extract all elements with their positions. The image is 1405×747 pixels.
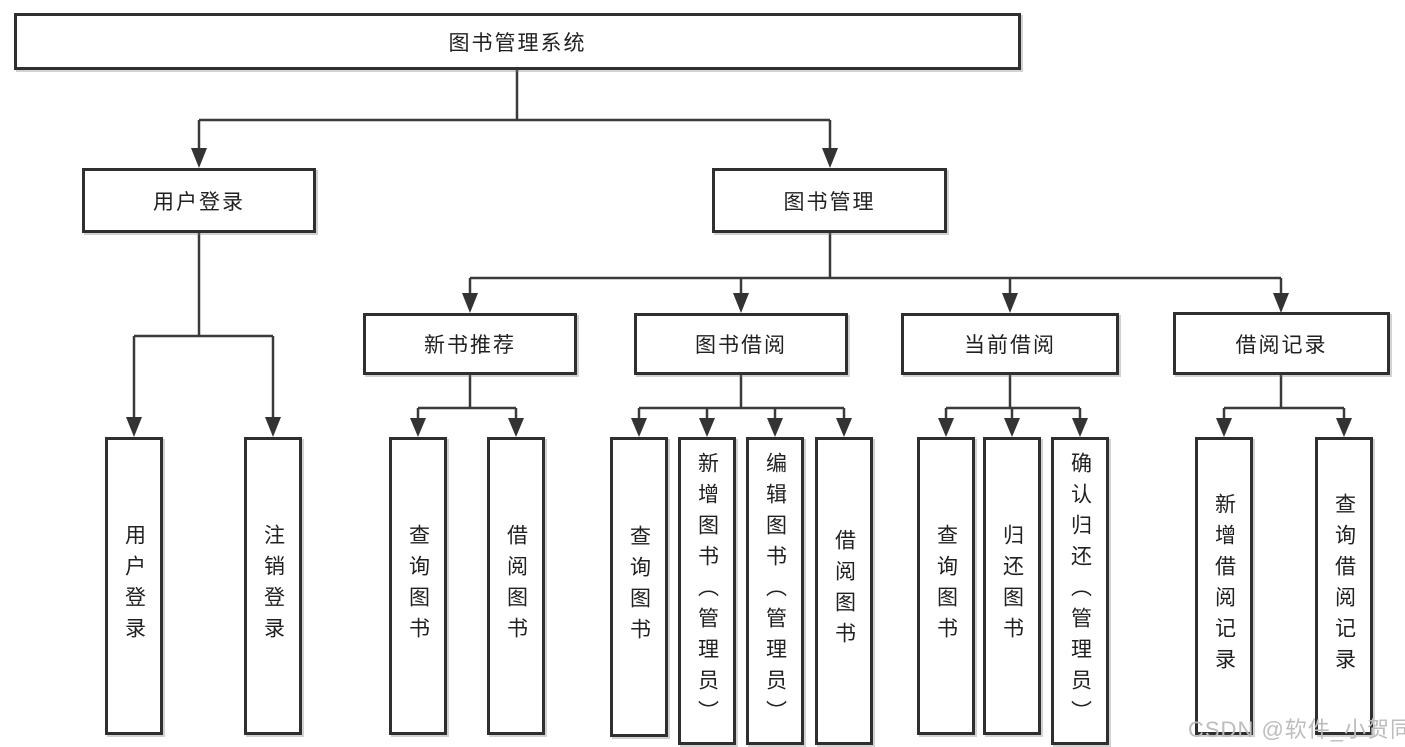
arrowhead-icon (410, 418, 426, 437)
connector-new-book-recommend (416, 375, 518, 421)
connector-user-login (132, 233, 275, 420)
leaf-user-login: 用户登录 (105, 437, 163, 735)
leaf-edit-book-admin: 编辑图书（管理员） (746, 437, 804, 745)
node-borrow-records: 借阅记录 (1173, 312, 1390, 375)
leaf-logout: 注销登录 (244, 437, 302, 735)
connector-root (197, 70, 832, 151)
arrowhead-icon (1273, 293, 1289, 313)
leaf-query-books-borrow: 查询图书 (610, 437, 668, 737)
connector-borrow-records (1222, 375, 1346, 421)
leaf-add-book-admin: 新增图书（管理员） (678, 437, 736, 745)
node-user-login: 用户登录 (82, 168, 316, 233)
leaf-confirm-return-admin: 确认归还（管理员） (1051, 437, 1109, 745)
leaf-query-borrow-record: 查询借阅记录 (1315, 437, 1373, 735)
arrowhead-icon (1072, 418, 1088, 437)
arrowhead-icon (836, 418, 852, 437)
node-book-management: 图书管理 (712, 168, 947, 233)
arrowhead-icon (1002, 293, 1018, 313)
arrowhead-icon (1004, 418, 1020, 437)
arrowhead-icon (699, 418, 715, 437)
watermark-text: CSDN @软件_小贺同学 (1188, 717, 1405, 742)
arrowhead-icon (508, 418, 524, 437)
leaf-return-books: 归还图书 (983, 437, 1041, 735)
node-current-borrow: 当前借阅 (901, 313, 1119, 375)
node-book-borrow: 图书借阅 (634, 313, 848, 375)
arrowhead-icon (1336, 418, 1352, 437)
arrowhead-icon (462, 293, 478, 313)
node-new-book-recommend: 新书推荐 (363, 313, 577, 375)
leaf-borrow-books: 借阅图书 (815, 437, 873, 745)
leaf-borrow-books-recommend: 借阅图书 (487, 437, 545, 735)
leaf-add-borrow-record: 新增借阅记录 (1195, 437, 1253, 735)
arrowhead-icon (822, 148, 838, 168)
leaf-query-books-recommend: 查询图书 (389, 437, 447, 735)
arrowhead-icon (265, 417, 281, 437)
arrowhead-icon (191, 148, 207, 168)
connector-book-borrow (637, 375, 846, 421)
leaf-query-books-current: 查询图书 (917, 437, 975, 735)
connector-current-borrow (944, 375, 1082, 421)
arrowhead-icon (767, 418, 783, 437)
connector-book-management (468, 233, 1283, 296)
arrowhead-icon (733, 293, 749, 313)
arrowhead-icon (938, 418, 954, 437)
arrowhead-icon (1216, 418, 1232, 437)
arrowhead-icon (631, 418, 647, 437)
node-root: 图书管理系统 (14, 13, 1021, 70)
arrowhead-icon (126, 417, 142, 437)
